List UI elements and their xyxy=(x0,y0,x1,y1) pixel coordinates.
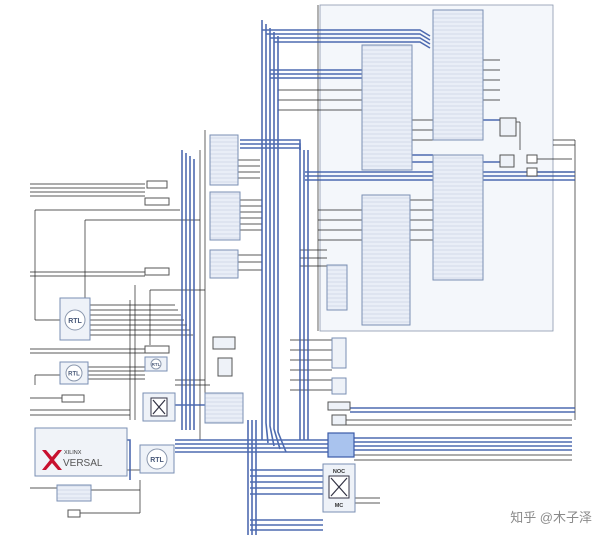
const-block-2[interactable] xyxy=(144,197,170,206)
versal-cips-block[interactable]: XILINX VERSAL xyxy=(34,427,128,477)
rtl-badge-label: RTL xyxy=(68,318,82,325)
rtl-module-2[interactable]: RTL xyxy=(59,361,89,385)
black-nets xyxy=(30,5,576,514)
rtl-badge-label: RTL xyxy=(68,372,80,378)
ip-block-mid-5[interactable] xyxy=(217,357,233,377)
net xyxy=(265,24,269,444)
ip-block-mid-2[interactable] xyxy=(209,191,241,241)
gate-1[interactable] xyxy=(526,154,538,164)
watermark: 知乎 @木子泽 xyxy=(510,510,592,525)
ip-block-mid-4[interactable] xyxy=(212,336,236,350)
xilinx-wordmark: XILINX xyxy=(64,450,82,456)
ip-block-right-b[interactable] xyxy=(499,154,515,168)
ip-block-right-a[interactable] xyxy=(499,117,517,137)
rtl-badge-label: RTL xyxy=(152,362,161,367)
net xyxy=(270,37,431,45)
selected-ip-block[interactable] xyxy=(327,432,355,458)
noc-block[interactable]: NOC MC xyxy=(322,463,356,513)
ip-block-large-1[interactable] xyxy=(361,44,413,171)
rtl-badge-label: RTL xyxy=(150,457,164,464)
net xyxy=(262,29,431,37)
net xyxy=(266,33,431,41)
ip-block-col-3[interactable] xyxy=(327,401,351,411)
ip-block-mid-1[interactable] xyxy=(209,134,239,186)
net xyxy=(273,32,281,450)
rtl-module-3[interactable]: RTL xyxy=(144,356,168,372)
rtl-module-1[interactable]: RTL xyxy=(59,297,91,341)
versal-wordmark: VERSAL xyxy=(63,458,103,469)
smartconnect-crossbar[interactable] xyxy=(142,392,176,422)
const-block-4[interactable] xyxy=(144,345,170,354)
net xyxy=(274,41,431,49)
ip-block-col-2[interactable] xyxy=(331,377,347,395)
ip-block-col-1[interactable] xyxy=(331,337,347,369)
ip-block-mid-6[interactable] xyxy=(204,392,244,424)
net xyxy=(277,36,287,453)
const-block-6[interactable] xyxy=(67,509,81,518)
ip-block-large-2[interactable] xyxy=(432,9,484,141)
ip-block-bottom-left[interactable] xyxy=(56,484,92,502)
net xyxy=(240,147,301,150)
const-block-1[interactable] xyxy=(146,180,168,189)
xilinx-logo-icon xyxy=(42,450,62,470)
mc-label: MC xyxy=(335,503,344,509)
ip-block-small-inner[interactable] xyxy=(326,264,348,311)
rtl-module-4[interactable]: RTL xyxy=(139,444,175,474)
const-block-5[interactable] xyxy=(61,394,85,403)
noc-label: NOC xyxy=(333,469,345,475)
ip-block-col-4[interactable] xyxy=(331,414,347,426)
gate-2[interactable] xyxy=(526,167,538,177)
ip-block-mid-3[interactable] xyxy=(209,249,239,279)
const-block-3[interactable] xyxy=(144,267,170,276)
ip-block-large-4[interactable] xyxy=(432,154,484,281)
ip-block-large-3[interactable] xyxy=(361,194,411,326)
